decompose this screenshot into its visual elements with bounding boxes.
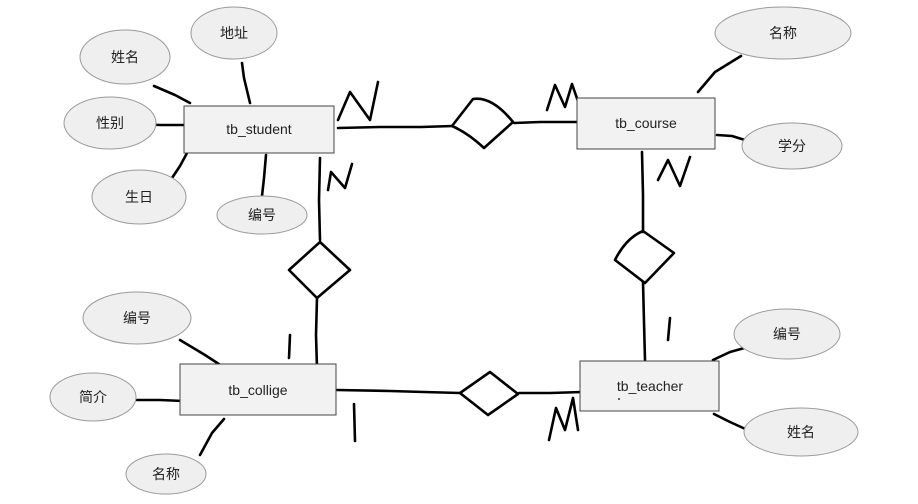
entity-student-label: tb_student bbox=[226, 121, 291, 137]
entity-college[interactable]: tb_collige bbox=[179, 363, 337, 416]
attribute-ellipse[interactable] bbox=[91, 169, 187, 225]
cardinality-n-teacher-bottom-strokes bbox=[547, 396, 580, 442]
entity-college-box[interactable] bbox=[179, 363, 337, 416]
connector-student-birthday bbox=[170, 151, 189, 180]
entity-course-label: tb_course bbox=[615, 115, 677, 131]
line-rel2-college bbox=[314, 296, 319, 370]
entity-teacher[interactable]: tb_teacher bbox=[579, 360, 720, 412]
attribute-label: 生日 bbox=[125, 189, 153, 205]
attribute-label: 名称 bbox=[152, 466, 180, 482]
attribute-college-name[interactable]: 名称 bbox=[125, 453, 207, 495]
line-student-rel2 bbox=[317, 156, 322, 242]
attribute-ellipse[interactable] bbox=[125, 453, 207, 495]
cardinality-label-student-course-student: N bbox=[360, 79, 361, 81]
cardinality-m-course-strokes bbox=[545, 82, 583, 112]
attribute-course-credit[interactable]: 学分 bbox=[741, 122, 843, 170]
attribute-ellipse[interactable] bbox=[79, 29, 171, 85]
connector-student-id bbox=[260, 153, 268, 198]
attribute-student-address[interactable]: 地址 bbox=[190, 6, 278, 60]
attribute-label: 地址 bbox=[220, 25, 248, 41]
attribute-ellipse[interactable] bbox=[190, 6, 278, 60]
entity-teacher-box[interactable] bbox=[579, 360, 720, 412]
cardinality-strokes bbox=[287, 80, 692, 443]
attribute-student-name[interactable]: 姓名 bbox=[79, 29, 171, 85]
attribute-label: 性别 bbox=[96, 115, 124, 131]
relationship-diamond-student-college[interactable] bbox=[287, 240, 352, 300]
attribute-label: 编号 bbox=[773, 326, 801, 342]
relationship-diamonds bbox=[287, 97, 676, 417]
attribute-teacher-id[interactable]: 编号 bbox=[733, 308, 841, 360]
attribute-course-name[interactable]: 名称 bbox=[714, 6, 852, 60]
entity-teacher-label: tb_teacher bbox=[617, 378, 683, 394]
entity-course[interactable]: tb_course bbox=[576, 97, 716, 150]
cardinality-label-student-college-student: N bbox=[340, 159, 341, 161]
attribute-teacher-name[interactable]: 姓名 bbox=[743, 407, 859, 457]
connector-college-name bbox=[198, 417, 226, 457]
cardinality-label-course-teacher-course: N bbox=[673, 154, 674, 156]
relationship-lines bbox=[314, 120, 647, 395]
cardinality-labels: N M N 1 N 1 1 N bbox=[290, 79, 674, 447]
connector-course-credit bbox=[715, 133, 747, 142]
entity-college-label: tb_collige bbox=[228, 382, 287, 398]
attribute-ellipse[interactable] bbox=[741, 122, 843, 170]
cardinality-n-student-course-strokes bbox=[336, 80, 380, 122]
attribute-label: 姓名 bbox=[111, 49, 139, 65]
attribute-student-gender[interactable]: 性别 bbox=[63, 96, 157, 150]
cardinality-n-student-college-strokes bbox=[326, 162, 354, 192]
attribute-college-intro[interactable]: 简介 bbox=[49, 372, 137, 422]
cardinality-label-student-course-course: M bbox=[563, 79, 564, 81]
connector-student-name bbox=[152, 84, 192, 105]
relationship-diamond-course-teacher[interactable] bbox=[613, 229, 676, 285]
line-rel4-teacher bbox=[517, 390, 584, 395]
cardinality-label-college-teacher-teacher: N bbox=[563, 445, 564, 447]
cardinality-n-course-teacher-strokes bbox=[656, 155, 692, 188]
connector-college-intro bbox=[135, 398, 185, 403]
connector-course-name bbox=[696, 54, 743, 94]
entity-student-box[interactable] bbox=[183, 105, 335, 154]
entity-course-box[interactable] bbox=[576, 97, 716, 150]
attribute-ellipse[interactable] bbox=[216, 195, 308, 235]
cardinality-label-course-teacher-teacher: 1 bbox=[670, 313, 671, 315]
attribute-ellipse[interactable] bbox=[743, 407, 859, 457]
connector-teacher-id bbox=[711, 345, 750, 362]
attribute-college-id[interactable]: 编号 bbox=[82, 291, 192, 345]
line-rel1-course bbox=[512, 120, 580, 125]
attribute-ellipse[interactable] bbox=[733, 308, 841, 360]
attribute-label: 简介 bbox=[79, 389, 107, 405]
entity-student[interactable]: tb_student bbox=[183, 105, 335, 154]
attribute-label: 名称 bbox=[769, 25, 797, 41]
cardinality-1-college-top-strokes bbox=[287, 333, 292, 360]
line-course-rel3 bbox=[640, 150, 645, 234]
relationship-diamond-college-teacher[interactable] bbox=[458, 370, 520, 417]
cardinality-1-teacher-top-strokes bbox=[666, 316, 672, 342]
attribute-label: 学分 bbox=[778, 138, 806, 154]
attribute-ellipse[interactable] bbox=[63, 96, 157, 150]
cardinality-label-student-college-college: 1 bbox=[290, 329, 291, 331]
attribute-ellipse[interactable] bbox=[714, 6, 852, 60]
cardinality-label-college-teacher-college: 1 bbox=[355, 445, 356, 447]
line-student-rel1 bbox=[336, 124, 455, 130]
relationship-diamond-student-course[interactable] bbox=[450, 97, 515, 150]
cardinality-1-college-bottom-strokes bbox=[352, 402, 357, 443]
stray-dot bbox=[618, 398, 620, 400]
attribute-label: 编号 bbox=[248, 207, 276, 223]
attribute-ellipse[interactable] bbox=[82, 291, 192, 345]
attribute-student-id[interactable]: 编号 bbox=[216, 195, 308, 235]
connector-student-address bbox=[240, 61, 252, 105]
attribute-ellipse[interactable] bbox=[49, 372, 137, 422]
attribute-student-birthday[interactable]: 生日 bbox=[91, 169, 187, 225]
line-college-rel4 bbox=[335, 388, 462, 395]
line-rel3-teacher bbox=[641, 280, 647, 362]
attribute-label: 姓名 bbox=[787, 424, 815, 440]
attribute-label: 编号 bbox=[123, 310, 151, 326]
